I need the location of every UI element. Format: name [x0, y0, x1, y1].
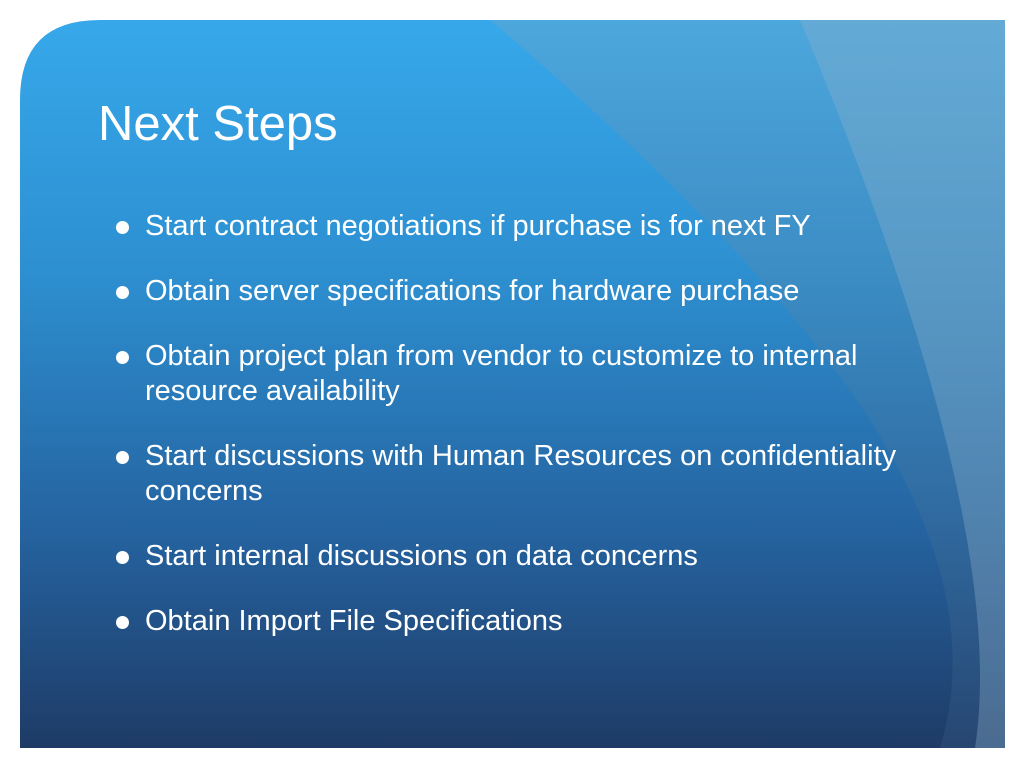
bullet-text: Obtain Import File Specifications	[145, 605, 563, 637]
bullet-item: Obtain server specifications for hardwar…	[112, 274, 942, 309]
slide-title: Next Steps	[98, 97, 338, 151]
swoosh-band	[490, 20, 1005, 748]
bullet-text: Start internal discussions on data conce…	[145, 540, 698, 572]
bullet-icon	[116, 616, 129, 629]
bullet-text: Obtain server specifications for hardwar…	[145, 275, 800, 307]
bullet-item: Obtain project plan from vendor to custo…	[112, 339, 942, 409]
bullet-list: Start contract negotiations if purchase …	[112, 209, 942, 669]
bullet-icon	[116, 221, 129, 234]
bullet-icon	[116, 551, 129, 564]
bullet-text: Start contract negotiations if purchase …	[145, 210, 811, 242]
bullet-icon	[116, 451, 129, 464]
bullet-item: Start discussions with Human Resources o…	[112, 439, 942, 509]
swoosh-highlight	[800, 20, 1005, 748]
bullet-item: Start contract negotiations if purchase …	[112, 209, 942, 244]
bullet-text: Obtain project plan from vendor to custo…	[145, 340, 858, 407]
bullet-icon	[116, 286, 129, 299]
bullet-text: Start discussions with Human Resources o…	[145, 440, 897, 507]
bullet-item: Obtain Import File Specifications	[112, 604, 942, 639]
bullet-item: Start internal discussions on data conce…	[112, 539, 942, 574]
bullet-icon	[116, 351, 129, 364]
